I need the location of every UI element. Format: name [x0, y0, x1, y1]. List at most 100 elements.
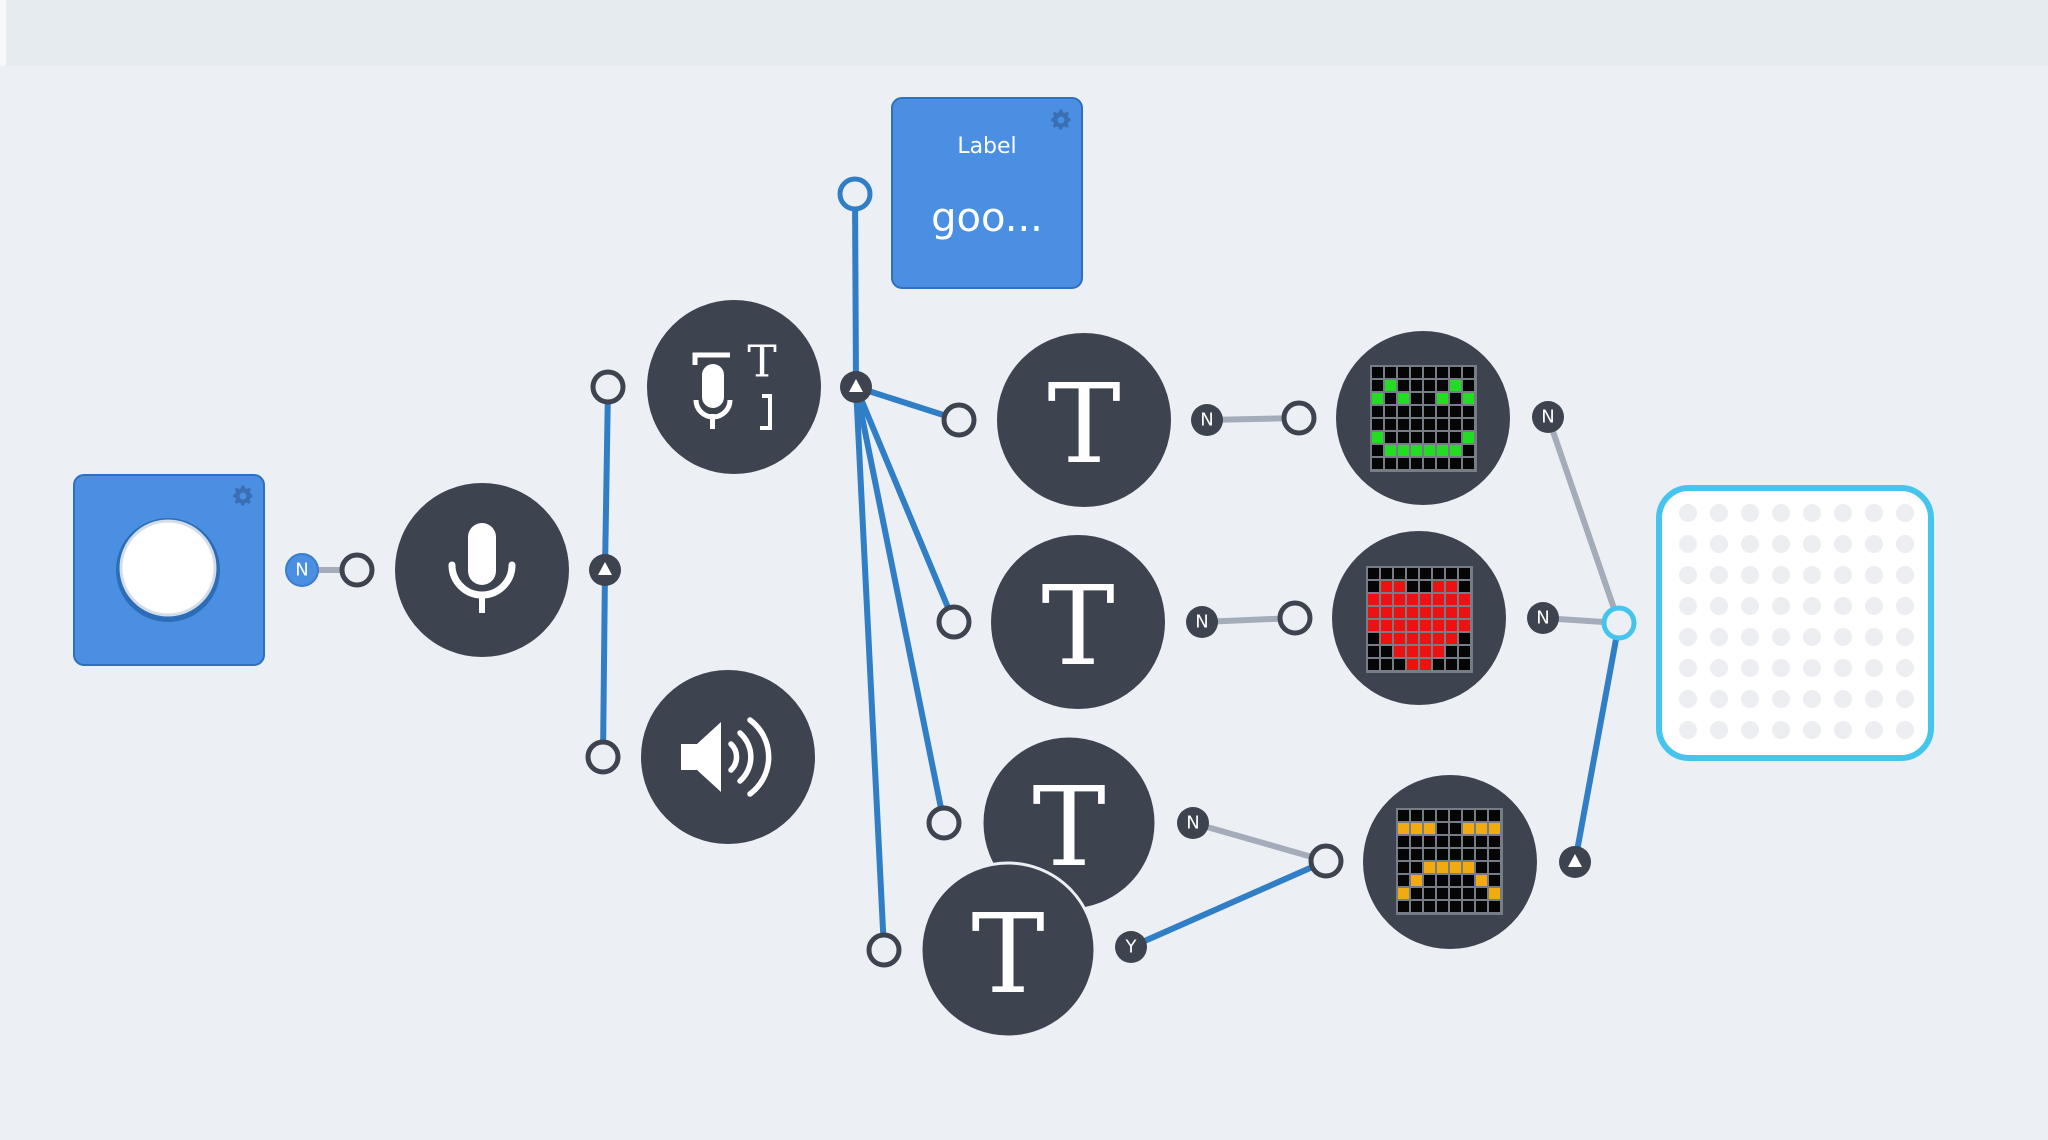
led-dot — [1679, 597, 1697, 615]
pixel-off — [1411, 810, 1422, 821]
wire-mic-speaker[interactable] — [600, 569, 608, 758]
text-node-1[interactable]: T — [997, 333, 1171, 507]
port-mic-in[interactable] — [339, 552, 375, 588]
gear-icon[interactable] — [233, 485, 253, 506]
port-label: N — [1536, 608, 1549, 629]
wire-image3-display[interactable] — [1572, 622, 1622, 863]
port-label-in[interactable] — [837, 176, 873, 212]
port-text1-in[interactable] — [941, 402, 977, 438]
port-stt-in[interactable] — [590, 369, 626, 405]
pixel-off — [1463, 849, 1474, 860]
port-stt-out[interactable] — [840, 371, 872, 403]
pixel-off — [1437, 406, 1448, 417]
led-dot — [1803, 566, 1821, 584]
pixel-on — [1368, 594, 1379, 605]
heart-icon — [1366, 566, 1473, 673]
pixel-on — [1450, 380, 1461, 391]
wire-mic-stt[interactable] — [602, 386, 611, 571]
pixel-off — [1450, 406, 1461, 417]
label-block[interactable]: Label goo... — [891, 97, 1083, 289]
microphone-node[interactable] — [395, 483, 569, 657]
wire-stt-text3[interactable] — [853, 386, 947, 824]
pixel-off — [1411, 849, 1422, 860]
port-button-out[interactable]: N — [285, 553, 319, 587]
led-dot — [1741, 566, 1759, 584]
pixel-off — [1463, 380, 1474, 391]
pixel-on — [1394, 620, 1405, 631]
pixel-off — [1385, 367, 1396, 378]
pixel-on — [1368, 620, 1379, 631]
wire-stt-label[interactable] — [852, 193, 859, 388]
port-text3-out[interactable]: N — [1177, 807, 1209, 839]
port-text4-in[interactable] — [866, 932, 902, 968]
port-text2-in[interactable] — [936, 604, 972, 640]
wire-text3-image3[interactable] — [1192, 820, 1327, 864]
image-node-3[interactable] — [1363, 775, 1537, 949]
smiley-face-icon — [1370, 365, 1477, 472]
wire-stt-text2[interactable] — [853, 385, 957, 624]
led-dot — [1865, 690, 1883, 708]
speaker-node[interactable] — [641, 670, 815, 844]
pixel-on — [1463, 432, 1474, 443]
port-display-in[interactable] — [1601, 605, 1637, 641]
led-dot — [1772, 659, 1790, 677]
text-node-4[interactable]: T — [919, 861, 1097, 1039]
pixel-on — [1394, 646, 1405, 657]
button-block[interactable] — [73, 474, 265, 666]
wire-text4-image3[interactable] — [1129, 858, 1328, 950]
text-glyph: T — [1047, 360, 1120, 488]
led-dot — [1679, 690, 1697, 708]
port-image2-out[interactable]: N — [1527, 602, 1559, 634]
wire-image1-display[interactable] — [1545, 416, 1622, 624]
led-display[interactable] — [1656, 485, 1934, 761]
pixel-off — [1398, 432, 1409, 443]
pixel-off — [1372, 367, 1383, 378]
pixel-off — [1424, 393, 1435, 404]
port-text3-in[interactable] — [926, 805, 962, 841]
pixel-off — [1411, 901, 1422, 912]
led-dot — [1834, 690, 1852, 708]
led-dot — [1896, 628, 1914, 646]
pixel-off — [1411, 406, 1422, 417]
pixel-on — [1411, 823, 1422, 834]
port-text2-out[interactable]: N — [1186, 606, 1218, 638]
pixel-on — [1407, 607, 1418, 618]
pixel-on — [1381, 594, 1392, 605]
port-speaker-in[interactable] — [585, 739, 621, 775]
led-dot — [1865, 504, 1883, 522]
pixel-off — [1450, 836, 1461, 847]
pixel-on — [1437, 445, 1448, 456]
port-label-button-out: N — [295, 560, 308, 581]
led-dot — [1679, 535, 1697, 553]
port-image3-out[interactable] — [1559, 846, 1591, 878]
port-image1-in[interactable] — [1281, 400, 1317, 436]
gear-icon[interactable] — [1051, 109, 1071, 130]
pixel-off — [1463, 367, 1474, 378]
pixel-on — [1424, 445, 1435, 456]
text-node-2[interactable]: T — [991, 535, 1165, 709]
pixel-off — [1424, 406, 1435, 417]
led-dot — [1741, 721, 1759, 739]
pixel-on — [1381, 620, 1392, 631]
port-image2-in[interactable] — [1277, 600, 1313, 636]
led-dot — [1896, 721, 1914, 739]
wire-stt-text1[interactable] — [855, 384, 960, 423]
wire-stt-text4[interactable] — [853, 386, 887, 951]
pixel-on — [1420, 646, 1431, 657]
pixel-off — [1463, 901, 1474, 912]
port-mic-out[interactable] — [589, 554, 621, 586]
led-dot — [1896, 690, 1914, 708]
pixel-off — [1398, 862, 1409, 873]
port-text1-out[interactable]: N — [1191, 404, 1223, 436]
image-node-1[interactable] — [1336, 331, 1510, 505]
led-dot — [1772, 690, 1790, 708]
image-node-2[interactable] — [1332, 531, 1506, 705]
port-text4-out[interactable]: Y — [1115, 931, 1147, 963]
led-dot — [1896, 597, 1914, 615]
pixel-off — [1437, 367, 1448, 378]
speech-to-text-node[interactable]: T — [647, 300, 821, 474]
port-image1-out[interactable]: N — [1532, 401, 1564, 433]
led-dot — [1741, 659, 1759, 677]
port-image3-in[interactable] — [1308, 843, 1344, 879]
pixel-off — [1450, 901, 1461, 912]
